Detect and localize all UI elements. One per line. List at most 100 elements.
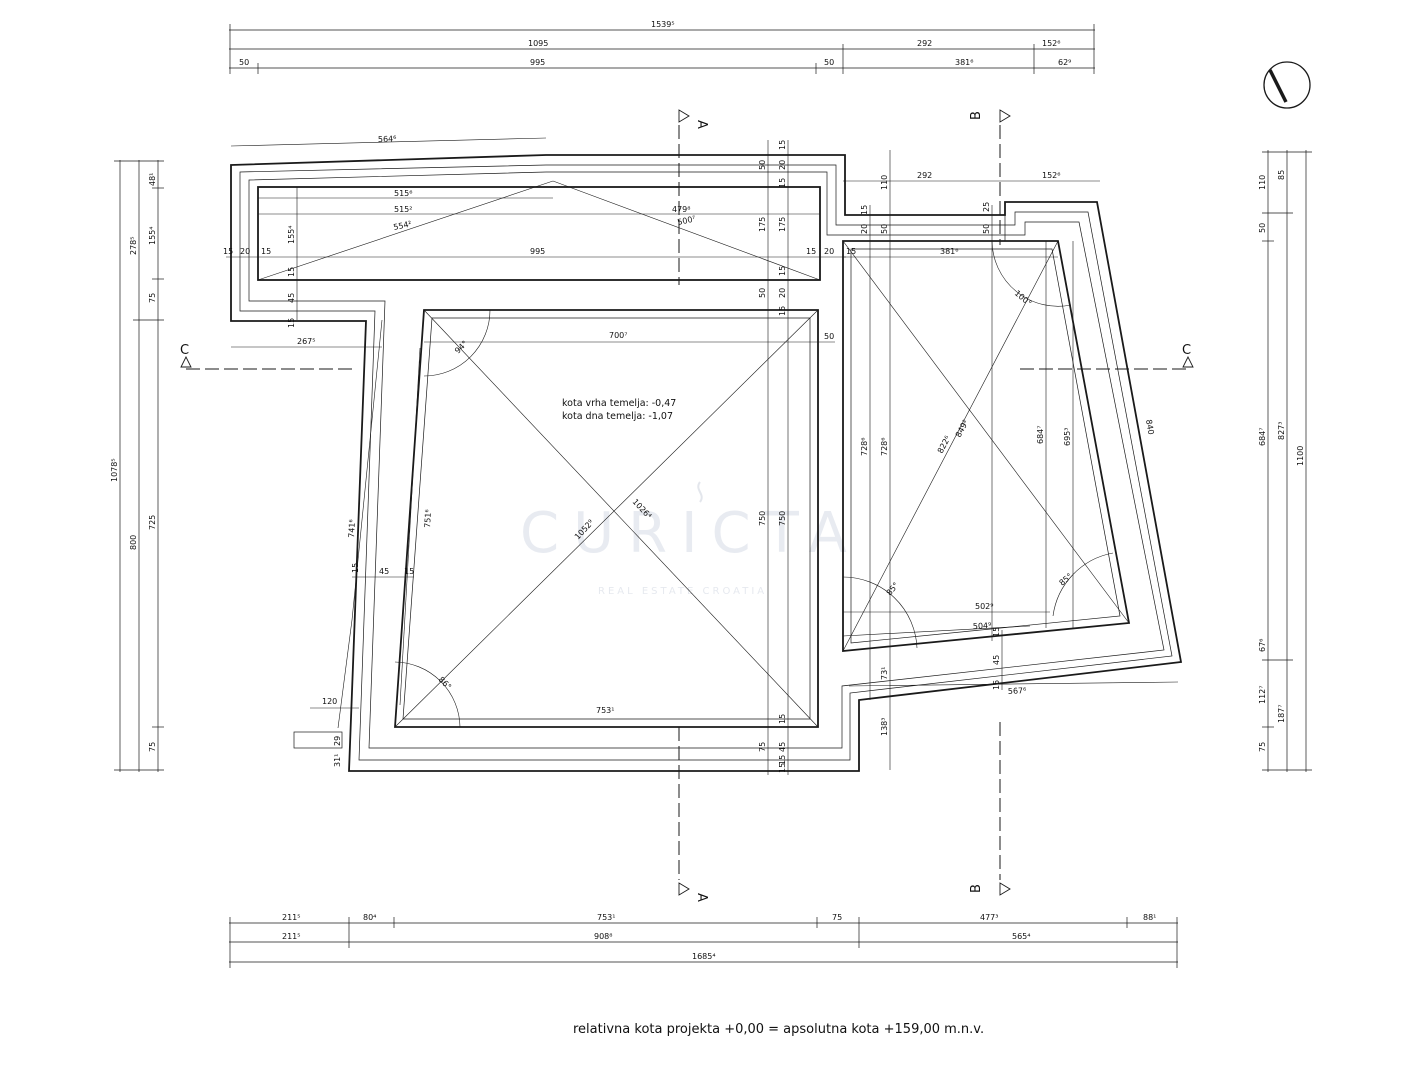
section-cut-lines	[186, 125, 1190, 880]
dim-label: 31¹	[333, 754, 342, 767]
dim-label: 50	[758, 288, 767, 298]
dim-label: 728⁶	[880, 438, 889, 456]
dim-label: 20	[824, 247, 834, 256]
dim-label: 45	[778, 742, 787, 752]
left-dimension-lines	[114, 160, 164, 772]
diagonal-lines	[257, 180, 1130, 728]
dim-label: 15	[778, 140, 787, 150]
dim-label: 504⁹	[973, 621, 992, 631]
dim-label: 15	[223, 247, 233, 256]
dim-label: 211⁵	[282, 913, 300, 922]
dim-label: 15	[806, 247, 816, 256]
dim-label: 45	[992, 655, 1001, 665]
dim-label: 267⁵	[297, 337, 315, 346]
foundation-outlines	[230, 154, 1183, 772]
dim-label: 75	[148, 742, 157, 752]
dim-label: 995	[530, 247, 545, 256]
dim-label: 822⁶	[936, 434, 953, 455]
section-arrows	[180, 109, 1194, 896]
dim-label: 292	[917, 39, 932, 48]
dim-label: 120	[322, 697, 337, 706]
dim-label: 381⁶	[955, 58, 973, 67]
dim-label: 479⁸	[672, 205, 690, 214]
dim-label: 1100	[1296, 446, 1305, 466]
dim-label: 753¹	[597, 913, 615, 922]
dim-label: 725	[148, 515, 157, 530]
angle-arcs	[394, 240, 1114, 728]
dim-label: 381⁶	[940, 247, 958, 256]
dim-label: 50	[824, 58, 834, 67]
dim-label: 684⁷	[1258, 428, 1267, 446]
dim-label: 15	[778, 755, 787, 765]
dim-label: 100°	[1013, 289, 1034, 308]
dim-label: 15	[287, 318, 296, 328]
dim-label: 477³	[980, 913, 998, 922]
watermark-brand: CURICTA	[520, 501, 861, 566]
dim-label: 15	[778, 714, 787, 724]
dim-label: 502⁹	[975, 602, 993, 611]
dim-label: 15	[287, 267, 296, 277]
dim-label: 751⁶	[423, 509, 433, 528]
dim-label: 908⁸	[594, 932, 612, 941]
dim-label: 695³	[1063, 428, 1072, 446]
dim-label: 15	[846, 247, 856, 256]
dim-label: 15	[992, 627, 1001, 637]
north-arrow-icon	[1263, 61, 1311, 109]
dim-label: 75	[148, 293, 157, 303]
section-label-a-bottom: A	[694, 893, 709, 902]
dim-label: 50	[824, 332, 834, 341]
section-labels: A A B B C C	[180, 111, 1191, 902]
dim-label: 50	[758, 160, 767, 170]
dim-label: 75	[1258, 742, 1267, 752]
dim-label: 155⁴	[148, 227, 157, 245]
dim-label: 15	[860, 205, 869, 215]
dim-label: 1078⁵	[110, 458, 119, 482]
dim-label: 86°	[437, 675, 453, 691]
dim-label: 515²	[394, 205, 412, 214]
dim-label: 1685⁴	[692, 952, 716, 961]
dim-label: 110	[880, 175, 889, 190]
dim-label: 15	[992, 680, 1001, 690]
dim-label: 67⁶	[1258, 639, 1267, 652]
dim-label: 15	[404, 567, 414, 576]
dim-label: 567⁶	[1008, 686, 1027, 696]
dim-label: 112⁷	[1258, 686, 1267, 704]
dim-label: 25	[982, 202, 991, 212]
dim-label: 827³	[1277, 422, 1286, 440]
dim-label: 80⁴	[363, 913, 376, 922]
dim-label: 175	[778, 217, 787, 232]
dim-label: 20	[860, 224, 869, 234]
dim-label: 741⁶	[347, 519, 357, 538]
dim-label: 211⁵	[282, 932, 300, 941]
dim-label: 75	[758, 742, 767, 752]
dim-label: 85°	[885, 581, 901, 598]
dim-label: 187⁷	[1277, 705, 1286, 723]
dim-label: 20	[240, 247, 250, 256]
dim-label: 45	[379, 567, 389, 576]
dim-label: 684⁷	[1036, 426, 1045, 444]
dim-label: 50	[1258, 223, 1267, 233]
dim-label: 175	[758, 217, 767, 232]
dim-label: 20	[778, 160, 787, 170]
dim-label: 15	[778, 763, 787, 773]
dim-label: 48¹	[148, 173, 157, 186]
dim-label: 85°	[1058, 572, 1075, 588]
dim-label: 45	[287, 293, 296, 303]
dim-label: 15	[778, 266, 787, 276]
dim-label: 152⁶	[1042, 39, 1060, 48]
dim-label: 15	[778, 178, 787, 188]
dim-label: 29	[333, 736, 342, 746]
dim-label: 50	[982, 224, 991, 234]
dim-label: 20	[778, 288, 787, 298]
dim-label: 840	[1144, 419, 1156, 436]
dim-label: 292	[917, 171, 932, 180]
dim-label: 75	[832, 913, 842, 922]
section-label-c-right: C	[1182, 343, 1191, 358]
section-label-a-top: A	[694, 120, 709, 129]
dim-label: 554²	[393, 219, 413, 232]
dim-label: 62⁹	[1058, 58, 1071, 67]
dimension-labels: 1539⁵ 1095 292 152⁶ 50 995 50 381⁶ 62⁹ 2…	[110, 20, 1305, 961]
dim-label: 15	[261, 247, 271, 256]
dim-label: 50	[239, 58, 249, 67]
dim-label: 138³	[880, 718, 889, 736]
